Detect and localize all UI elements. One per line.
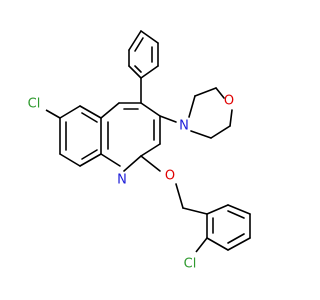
morpholine-ring bbox=[188, 87, 233, 139]
cl-bottom-label: Cl bbox=[184, 257, 197, 272]
ether-oxygen-label: O bbox=[165, 169, 175, 184]
phenyl-ring bbox=[128, 30, 159, 79]
ether-bond-2 bbox=[175, 183, 184, 209]
morpholine-bond bbox=[159, 115, 177, 123]
structure-diagram: Cl N O Cl N bbox=[27, 30, 251, 272]
molecule-canvas: Cl N O Cl N bbox=[27, 30, 251, 272]
ether-bond-1 bbox=[140, 155, 161, 172]
morpholine-nitrogen-label: N bbox=[179, 119, 189, 134]
cl-top-label: Cl bbox=[28, 97, 41, 112]
cl-top-bond bbox=[45, 109, 61, 119]
cl-bottom-bond bbox=[195, 237, 208, 253]
chlorobenzyl-ring bbox=[182, 204, 251, 251]
morpholine-oxygen-label: O bbox=[224, 94, 234, 109]
ring-nitrogen-label: N bbox=[117, 173, 127, 188]
quinoline-core bbox=[59, 102, 161, 172]
